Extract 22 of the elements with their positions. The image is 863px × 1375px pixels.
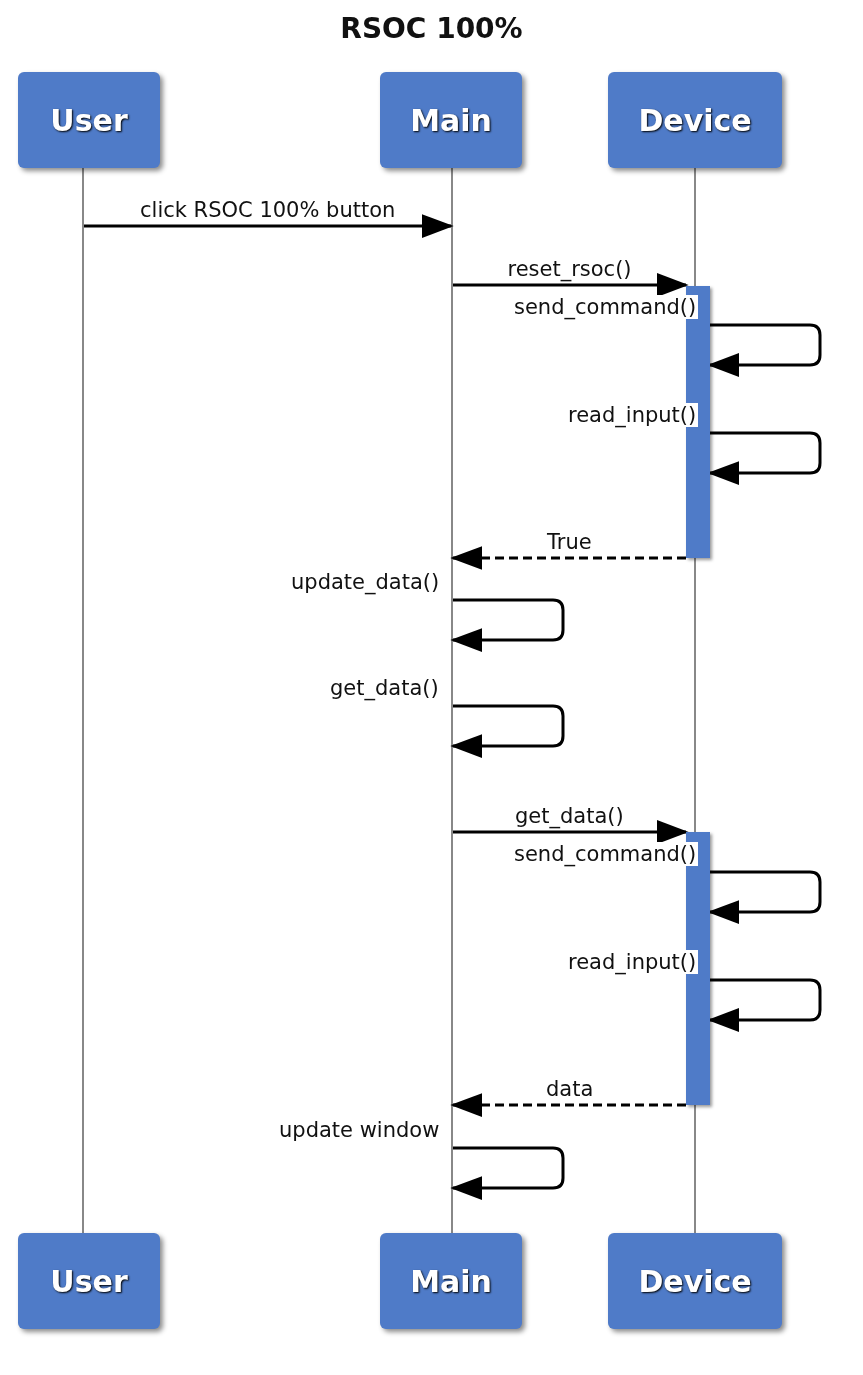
lifeline bbox=[451, 168, 453, 1233]
message-arrow bbox=[453, 820, 689, 844]
participant-box: Main bbox=[380, 72, 522, 168]
self-message-arrow bbox=[450, 598, 565, 652]
participant-box: Device bbox=[608, 1233, 782, 1329]
message-label: read_input() bbox=[566, 403, 699, 427]
lifeline bbox=[82, 168, 84, 1233]
participant-box: User bbox=[18, 1233, 160, 1329]
return-arrow bbox=[450, 1093, 686, 1117]
participant-box: User bbox=[18, 72, 160, 168]
message-label: send_command() bbox=[512, 295, 699, 319]
message-label: send_command() bbox=[512, 842, 699, 866]
message-arrow bbox=[84, 214, 454, 238]
participant-box: Main bbox=[380, 1233, 522, 1329]
message-label: read_input() bbox=[566, 950, 699, 974]
diagram-title: RSOC 100% bbox=[339, 12, 524, 45]
message-label: update window bbox=[277, 1118, 442, 1142]
participant-box: Device bbox=[608, 72, 782, 168]
self-message-arrow bbox=[450, 1146, 565, 1200]
message-arrow bbox=[453, 273, 689, 297]
self-message-arrow bbox=[450, 704, 565, 758]
return-arrow bbox=[450, 546, 686, 570]
